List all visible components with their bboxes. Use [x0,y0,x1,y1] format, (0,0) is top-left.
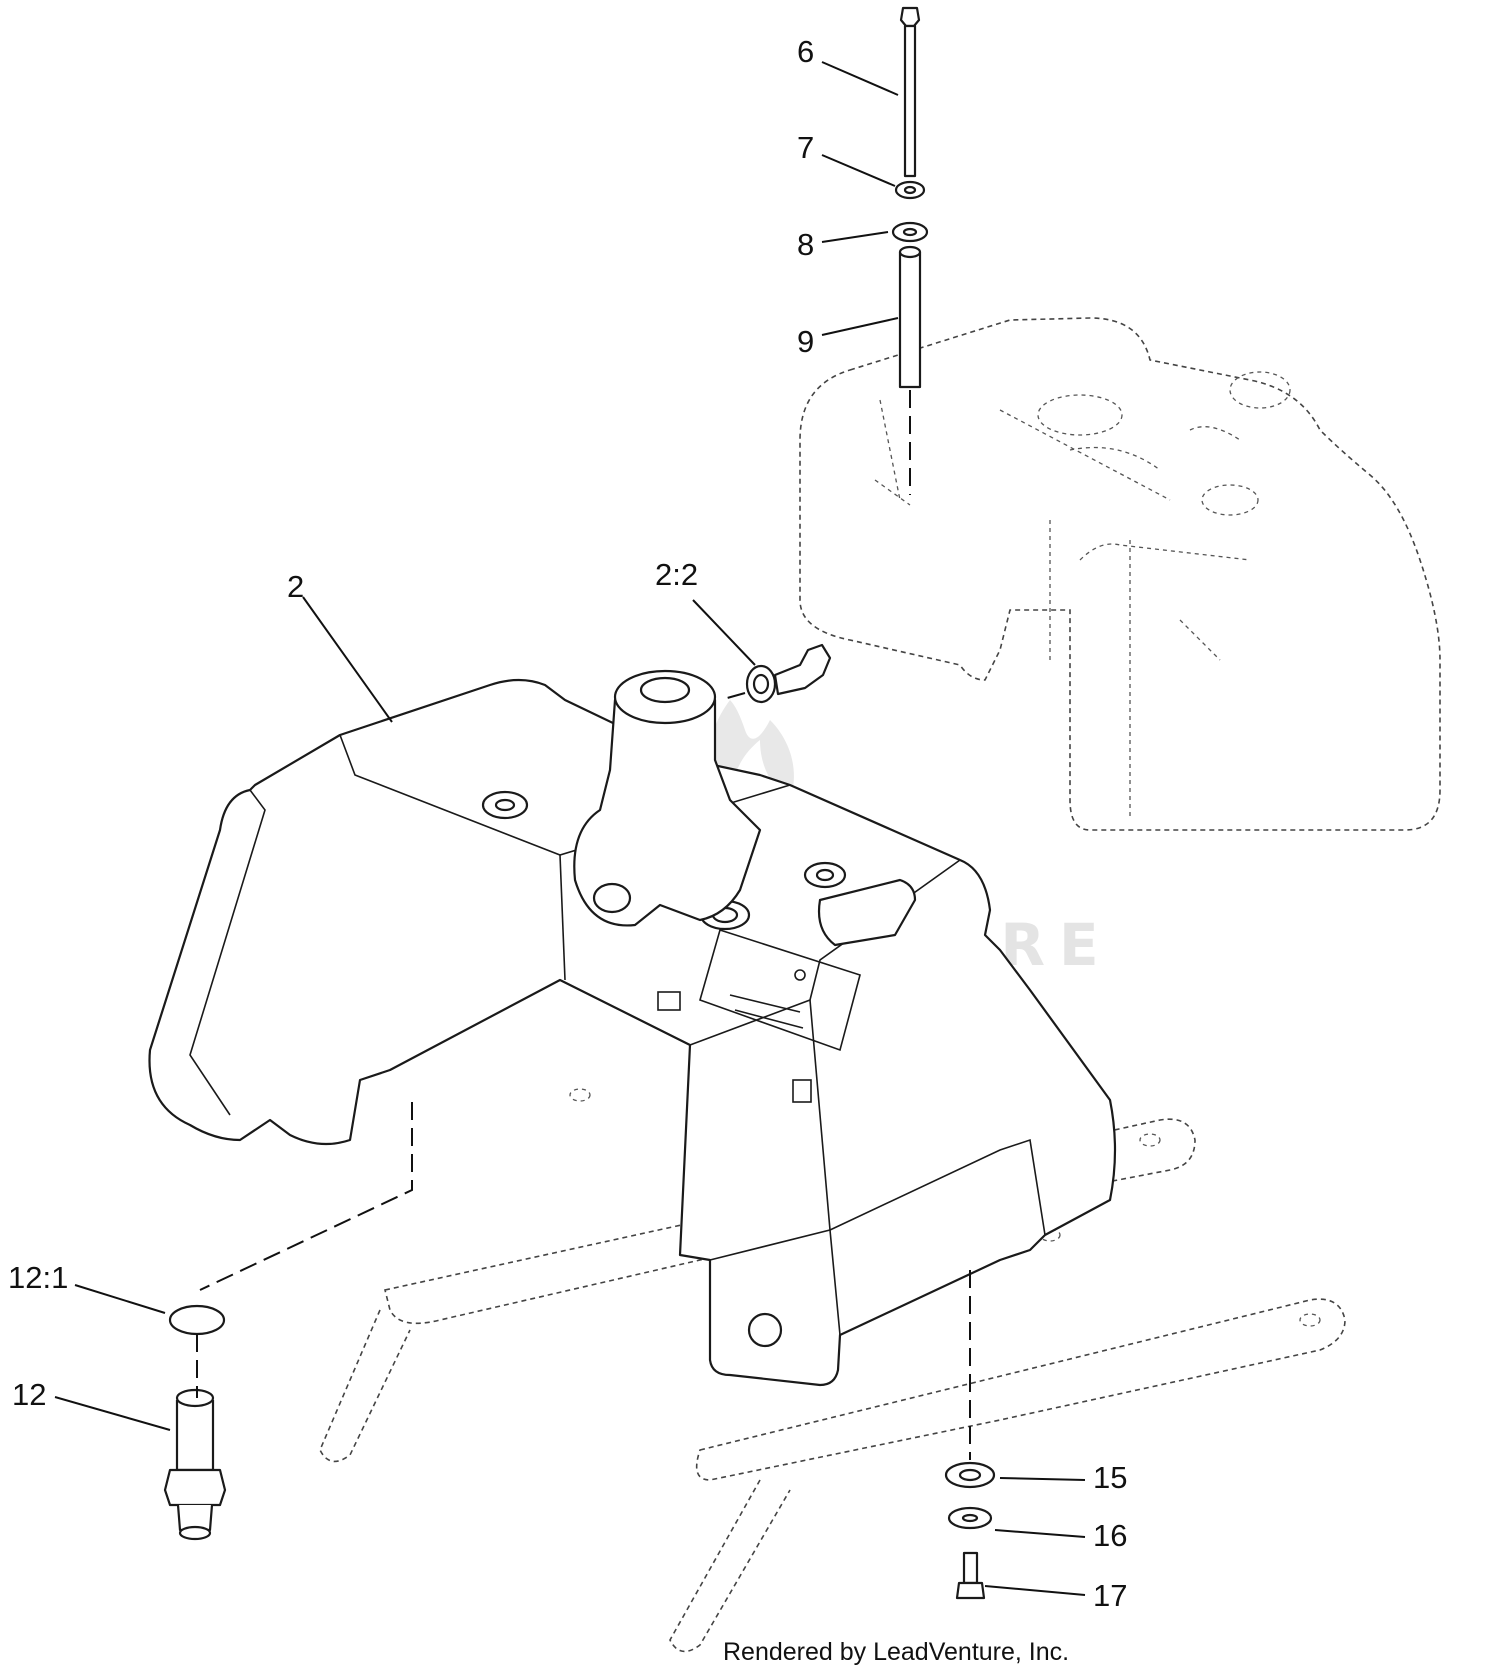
callout-9: 9 [797,324,814,359]
callout-8: 8 [797,227,814,262]
part-12-sensor [163,1304,227,1541]
fastener-stack-upper [891,6,929,389]
callout-15: 15 [1093,1460,1127,1495]
footer-credit: Rendered by LeadVenture, Inc. [723,1638,1069,1666]
callout-16: 16 [1093,1518,1127,1553]
callout-2: 2 [287,569,304,604]
callout-17: 17 [1093,1578,1127,1613]
pivot-tower [573,669,762,927]
leader-lines [54,61,1086,1596]
callout-6: 6 [797,34,814,69]
fastener-stack-lower [944,1461,996,1600]
rear-weight-ghost [799,317,1441,831]
callout-2-2: 2:2 [655,557,698,592]
callout-12: 12 [12,1377,46,1412]
assembly-axes [196,390,971,1460]
callout-labels: 6 7 8 9 2 2:2 12:1 12 15 16 17 [8,34,1127,1613]
decal-symbol-icon [792,1079,812,1103]
callout-7: 7 [797,130,814,165]
part-2-2-fitting [745,643,832,704]
decal-symbol-icon [657,991,681,1011]
callout-12-1: 12:1 [8,1260,68,1295]
